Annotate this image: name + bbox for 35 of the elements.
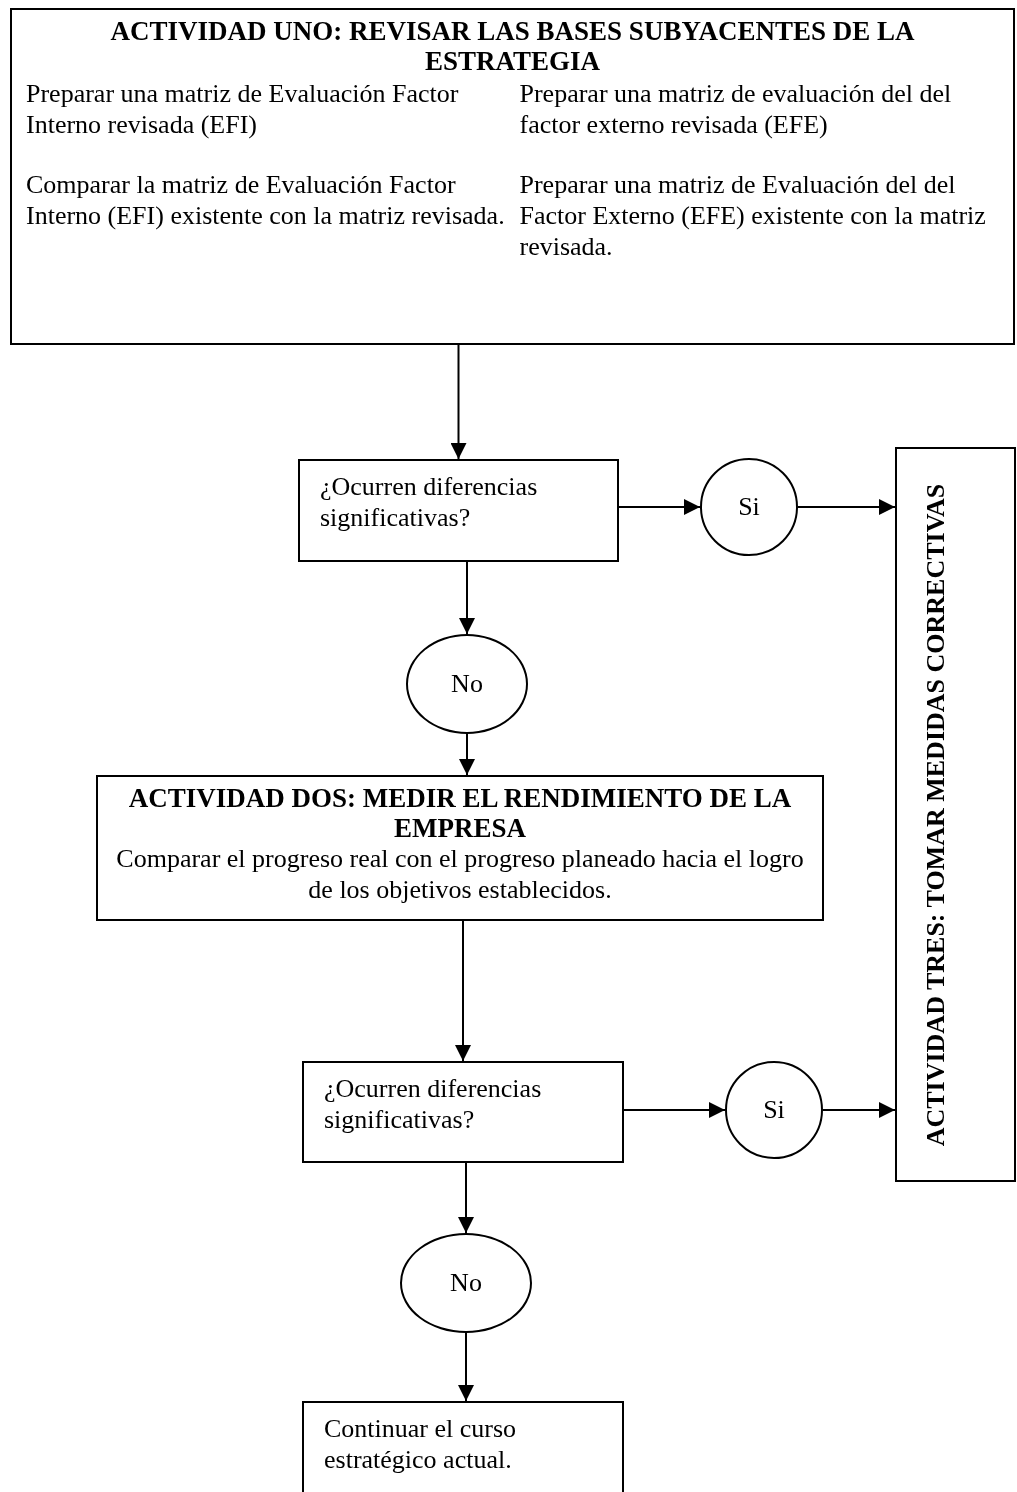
- activity-heading: ACTIVIDAD TRES: TOMAR MEDIDAS CORRECTIVAS: [920, 482, 951, 1148]
- answer-label: No: [451, 669, 483, 699]
- activity-step: Comparar la matriz de Evaluación Factor Interno (EFI) existente con la matriz revisada.: [26, 169, 506, 262]
- answer-label: Si: [763, 1095, 785, 1125]
- answer-label: Si: [738, 492, 760, 522]
- arrow: [455, 920, 471, 1062]
- activity-step: Preparar una matriz de Evaluación del del Factor Externo (EFE) existente con la matriz revisada.: [519, 169, 999, 262]
- answer-label: No: [450, 1268, 482, 1298]
- arrow: [458, 1162, 474, 1234]
- process-box: [298, 459, 619, 562]
- answer-circle: [725, 1061, 823, 1159]
- arrow: [822, 1102, 896, 1118]
- arrow: [450, 344, 467, 460]
- arrow: [458, 1332, 474, 1402]
- answer-circle: [406, 634, 528, 734]
- step-text: ¿Ocurren diferencias significativas?: [320, 472, 538, 532]
- activity-description: Comparar el progreso real con el progreso planeado hacia el logro de los objetivos establecidos.: [115, 843, 805, 905]
- step-text: Continuar el curso estratégico actual.: [324, 1414, 517, 1474]
- process-box: [302, 1061, 624, 1163]
- activity-step: Preparar una matriz de evaluación del del factor externo revisada (EFE): [519, 78, 999, 140]
- activity-box: [10, 8, 1015, 345]
- arrow: [797, 499, 896, 515]
- arrow: [618, 499, 701, 515]
- activity-heading: ACTIVIDAD UNO: REVISAR LAS BASES SUBYACENTES DE LA ESTRATEGIA: [109, 16, 916, 76]
- process-box: [302, 1401, 624, 1492]
- answer-circle: [400, 1233, 532, 1333]
- activity-heading: ACTIVIDAD DOS: MEDIR EL RENDIMIENTO DE LA EMPRESA: [127, 783, 793, 843]
- activity-box: [96, 775, 824, 921]
- activity-box: [895, 447, 1016, 1182]
- step-text: ¿Ocurren diferencias significativas?: [324, 1074, 542, 1134]
- arrow: [623, 1102, 726, 1118]
- arrow: [459, 733, 475, 776]
- activity-step: Preparar una matriz de Evaluación Factor Interno revisada (EFI): [26, 78, 506, 140]
- answer-circle: [700, 458, 798, 556]
- arrow: [459, 561, 475, 635]
